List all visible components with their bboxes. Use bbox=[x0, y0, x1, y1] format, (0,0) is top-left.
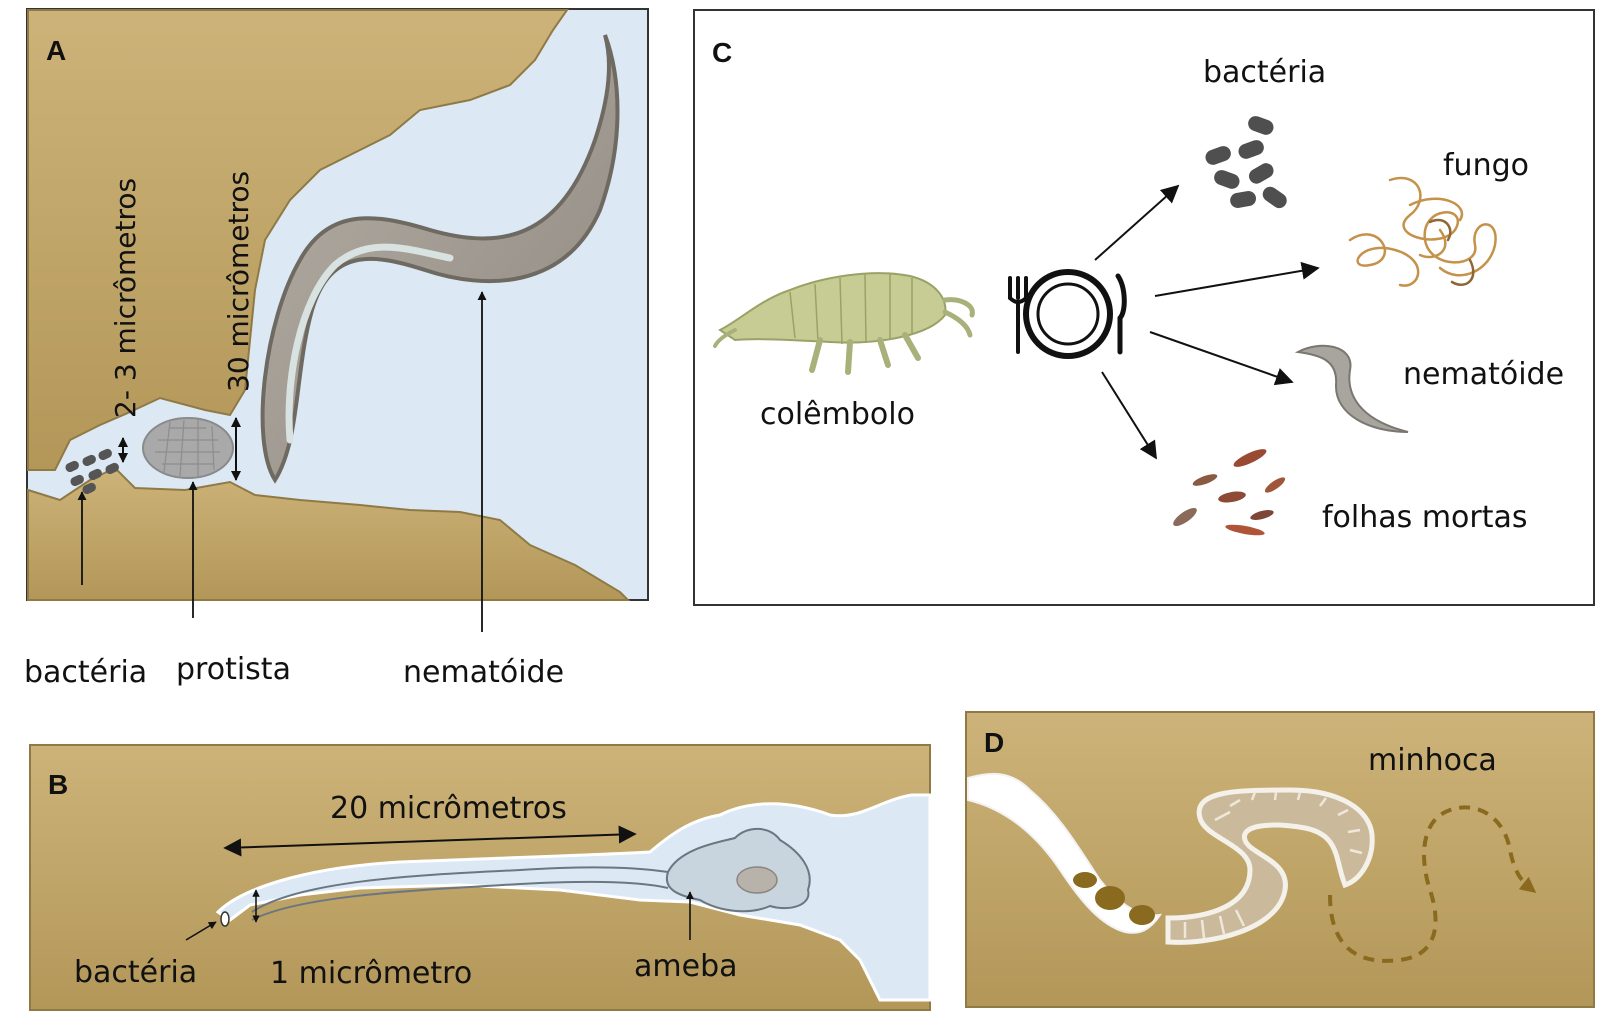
earthworm-illustration bbox=[1165, 787, 1375, 945]
nematode-small-illustration bbox=[1294, 344, 1409, 433]
label-nematode-c: nematóide bbox=[1403, 357, 1564, 392]
panel-letter-c: C bbox=[712, 37, 732, 68]
earthworm-segments bbox=[1183, 791, 1363, 939]
length-arrow-b bbox=[223, 825, 637, 857]
panel-b: B 20 micrômetros bactéria 1 micrômetro a… bbox=[29, 744, 932, 1011]
arrow-to-fungus bbox=[1154, 261, 1320, 297]
label-fungus: fungo bbox=[1443, 148, 1529, 183]
upper-soil bbox=[27, 9, 569, 471]
panel-c: C colêmbolo bbox=[693, 9, 1595, 606]
label-bacteria-b: bactéria bbox=[74, 955, 197, 990]
length-label-b: 20 micrômetros bbox=[330, 791, 567, 826]
earthworm-trail bbox=[1328, 805, 1537, 963]
dead-leaves-illustration bbox=[1173, 449, 1286, 536]
tunnel-d bbox=[967, 772, 1163, 934]
label-dead-leaves: folhas mortas bbox=[1322, 500, 1528, 535]
bacterium-b bbox=[220, 911, 230, 927]
protist-illustration bbox=[142, 417, 234, 479]
label-bacteria-a: bactéria bbox=[24, 655, 147, 690]
label-springtail: colêmbolo bbox=[760, 397, 915, 432]
springtail-illustration bbox=[713, 272, 975, 375]
panel-a: A 2- 3 micrômetros 30 micrômetros bactér… bbox=[24, 8, 649, 690]
amoeba-nucleus bbox=[736, 866, 778, 894]
label-protist: protista bbox=[176, 652, 291, 687]
amoeba-pseudopod bbox=[251, 866, 669, 913]
label-amoeba: ameba bbox=[634, 949, 738, 984]
width-label-b: 1 micrômetro bbox=[270, 956, 472, 991]
fungus-illustration bbox=[1348, 176, 1497, 287]
bacteria-cluster-c bbox=[1205, 116, 1287, 209]
amoeba-illustration bbox=[665, 827, 811, 913]
label-bacteria-c: bactéria bbox=[1203, 55, 1326, 90]
size-label-large: 30 micrômetros bbox=[222, 171, 255, 392]
panel-letter-a: A bbox=[46, 35, 66, 66]
label-nematode-a: nematóide bbox=[403, 655, 564, 690]
panel-letter-b: B bbox=[48, 769, 68, 800]
knife-icon bbox=[1115, 273, 1127, 355]
arrow-to-bacteria bbox=[1094, 184, 1180, 261]
size-label-small: 2- 3 micrômetros bbox=[109, 178, 142, 418]
label-earthworm: minhoca bbox=[1368, 743, 1497, 778]
nematode-gut bbox=[285, 243, 454, 444]
pointer-bacteria-b bbox=[185, 921, 217, 941]
fork-icon bbox=[1008, 276, 1028, 354]
panel-letter-d: D bbox=[984, 727, 1004, 758]
arrow-to-nematode bbox=[1149, 331, 1294, 386]
panel-d: D minhoca bbox=[965, 711, 1595, 1008]
plate-icon bbox=[1023, 269, 1113, 359]
arrow-to-dead-leaves bbox=[1101, 371, 1157, 460]
castings-d bbox=[1073, 872, 1155, 925]
